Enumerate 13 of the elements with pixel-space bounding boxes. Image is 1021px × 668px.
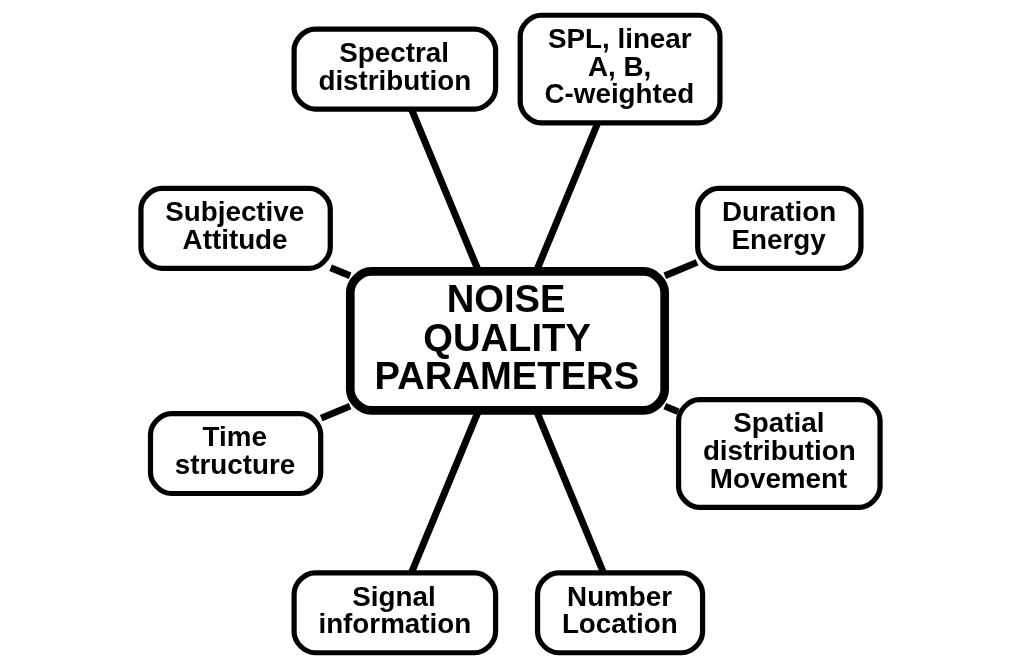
connector bbox=[663, 259, 699, 279]
node-box: Subjective Attitude bbox=[138, 185, 333, 271]
node-box: Spectral distribution bbox=[291, 26, 499, 112]
node-box: NOISE QUALITY PARAMETERS bbox=[345, 267, 669, 415]
node-box: Duration Energy bbox=[695, 185, 864, 271]
node-box: SPL, linear A, B, C-weighted bbox=[517, 12, 723, 126]
node-box: Spatial distribution Movement bbox=[675, 397, 883, 510]
node-box: Signal information bbox=[291, 570, 499, 656]
connector bbox=[319, 402, 352, 422]
node-box: Time structure bbox=[147, 411, 324, 497]
node-box: Number Location bbox=[534, 570, 706, 656]
connector bbox=[663, 402, 680, 415]
connector bbox=[329, 264, 352, 279]
